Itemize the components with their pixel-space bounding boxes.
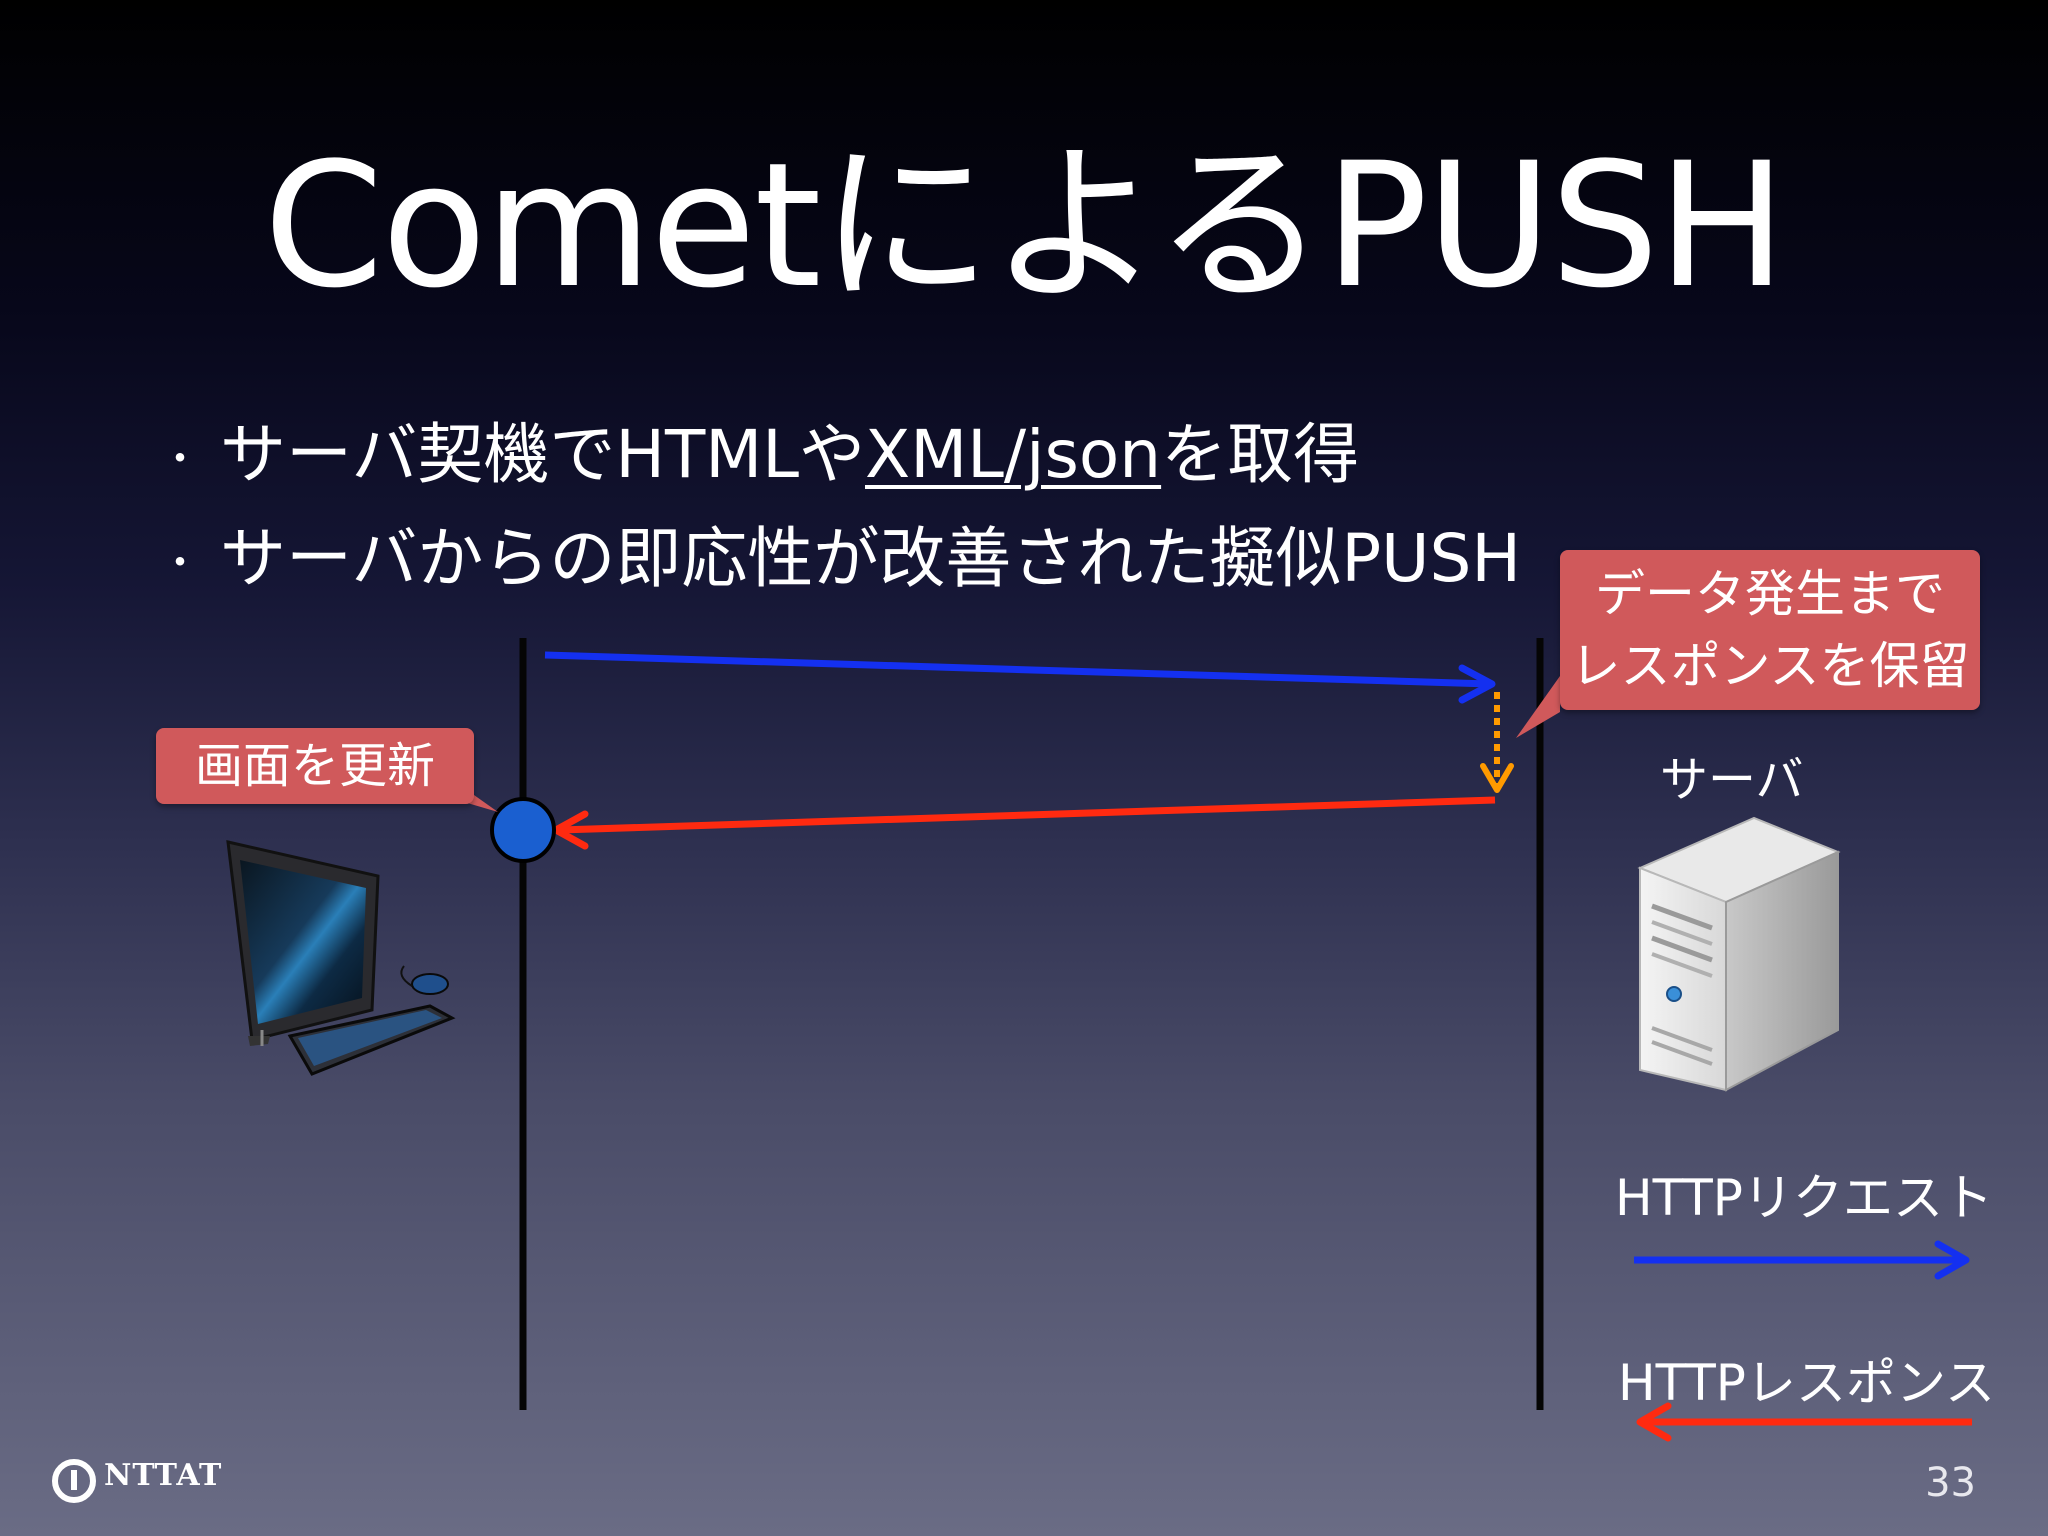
server-tower-icon bbox=[1637, 816, 1841, 1092]
bullet-1-link[interactable]: XML/json bbox=[865, 416, 1162, 493]
legend-response-label: HTTPレスポンス bbox=[1618, 1354, 1995, 1412]
callout-hold-response: データ発生まで レスポンスを保留 bbox=[1560, 550, 1980, 710]
page-number: 33 bbox=[1925, 1460, 1976, 1506]
legend-request-arrow bbox=[1634, 1240, 1970, 1280]
callout-update-screen: 画面を更新 bbox=[156, 728, 474, 804]
slide-title: CometによるPUSH bbox=[263, 125, 1786, 326]
legend-request-label: HTTPリクエスト bbox=[1615, 1169, 1993, 1227]
bullet-marker: ・ bbox=[160, 435, 200, 482]
bullet-2-text: サーバからの即応性が改善された擬似PUSH bbox=[220, 519, 1521, 597]
desktop-computer-icon bbox=[226, 840, 456, 1076]
request-arrow bbox=[544, 651, 1496, 704]
callout-server-tail bbox=[1516, 676, 1560, 738]
bullet-item-2: ・サーバからの即応性が改善された擬似PUSH bbox=[160, 509, 1521, 613]
update-event-dot bbox=[490, 797, 556, 863]
bullet-list: ・サーバ契機でHTMLやXML/jsonを取得 ・サーバからの即応性が改善された… bbox=[160, 405, 1521, 613]
callout-hold-line-2: レスポンスを保留 bbox=[1570, 637, 1970, 695]
hold-arrow bbox=[1480, 692, 1514, 793]
callout-hold-line-1: データ発生まで bbox=[1595, 565, 1945, 623]
bullet-marker: ・ bbox=[160, 539, 200, 586]
server-label: サーバ bbox=[1660, 752, 1804, 808]
bullet-1-text: サーバ契機でHTMLや bbox=[220, 416, 865, 493]
response-arrow bbox=[552, 796, 1496, 850]
bullet-item-1: ・サーバ契機でHTMLやXML/jsonを取得 bbox=[160, 405, 1521, 509]
nttat-logo-icon bbox=[52, 1459, 96, 1503]
legend-response-arrow bbox=[1636, 1402, 1972, 1442]
logo-text: NTTAT bbox=[104, 1458, 223, 1493]
bullet-1-tail: を取得 bbox=[1161, 416, 1360, 493]
company-logo: NTTAT bbox=[52, 1458, 222, 1493]
